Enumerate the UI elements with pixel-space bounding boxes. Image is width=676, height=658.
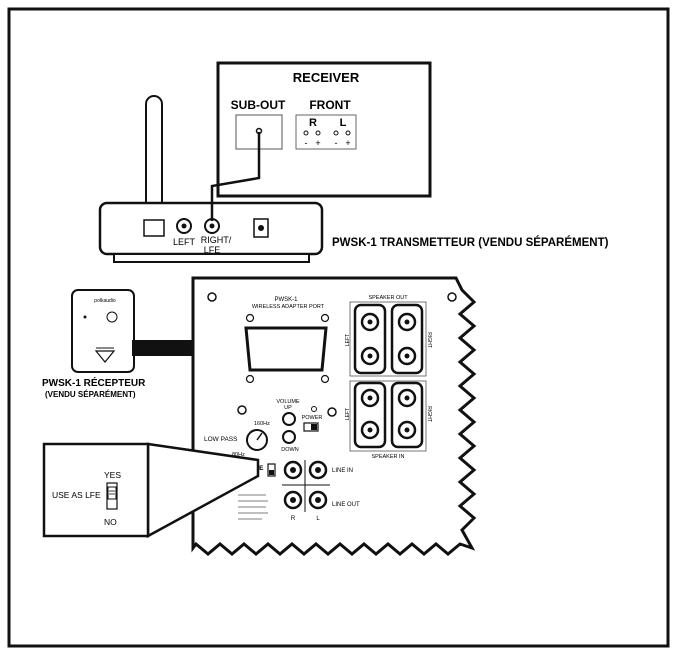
power-label: POWER [302,415,323,421]
left-input-jack-pin [181,223,187,229]
transmitter-lfe-label: LFE [204,245,221,255]
speaker-in-right-pair [390,381,424,449]
front-r-minus-terminal [303,130,309,136]
low-pass-knob-pointer [256,432,263,441]
volume-down-label: DOWN [281,447,298,453]
line-out-label: LINE OUT [332,502,360,508]
av-receiver: RECEIVER SUB-OUT FRONT R L - + - + [216,61,432,198]
line-out-r-jack-center [290,497,296,503]
panel-screw-top-right [447,292,457,302]
speaker-in-right-label: RIGHT [426,406,432,422]
line-out-r-label: R [291,516,296,522]
receiver-module-brand: polkaudio [94,298,116,304]
binding-post-center [404,319,410,325]
panel-screw-top-left [207,292,217,302]
volume-down-button[interactable] [282,430,296,444]
inset-yes-label: YES [104,470,121,480]
front-r-minus-sign: - [305,138,308,148]
port-screw-top-right [320,313,330,323]
receiver-module-caption-line1: PWSK-1 RÉCEPTEUR [42,376,146,389]
low-pass-label: LOW PASS [204,436,238,443]
inset-box [42,442,150,538]
volume-up-label: UP [284,405,292,411]
receiver-module-caption-line2: (VENDU SÉPARÉMENT) [45,390,136,399]
subwoofer-rear-panel: PWSK-1 WIRELESS ADAPTER PORT SPEAKER OUT… [191,276,477,556]
line-out-l-jack-center [315,497,321,503]
speaker-out-left-label: LEFT [345,334,351,346]
port-screw-bottom-left [245,374,255,384]
panel-fine-print [238,494,268,520]
transmitter-caption: PWSK-1 TRANSMETTEUR (VENDU SÉPARÉMENT) [332,236,609,249]
power-led [311,406,317,412]
front-l-minus-sign: - [335,138,338,148]
line-in-r-jack-center [290,467,296,473]
binding-post-center [404,353,410,359]
sub-out-cable [210,132,261,221]
panel-screw-mid-right [327,407,337,417]
volume-label: VOLUME [276,399,300,405]
speaker-in-label: SPEAKER IN [371,454,404,460]
binding-post-center [367,395,373,401]
antenna-mount [143,219,165,237]
panel-screw-mid-left [237,405,247,415]
outer-frame [7,7,670,648]
speaker-in-left-pair [353,381,387,449]
volume-up-button[interactable] [282,412,296,426]
receiver-front-label: FRONT [309,98,351,112]
receiver-module-led [83,315,87,319]
line-out-l-label: L [316,516,320,522]
dc-power-jack-pin [258,225,264,231]
binding-post-center [367,427,373,433]
use-as-lfe-inset: YES USE AS LFE NO [42,442,260,539]
binding-post-center [404,395,410,401]
front-l-plus-sign: + [345,138,350,148]
port-screw-bottom-right [320,374,330,384]
receiver-module-power-icon [106,311,118,323]
inset-lfe-switch-knob [107,486,117,500]
receiver-title: RECEIVER [293,70,360,85]
port-title: PWSK-1 [274,297,298,303]
receiver-module-body [71,289,135,373]
transmitter-base [113,253,310,263]
wireless-transmitter: LEFT RIGHT/ LFE PWSK-1 TRANSMETTEUR (VEN… [98,95,609,263]
use-lfe-switch-knob [269,470,274,475]
receiver-module-triangle-icon [94,350,116,363]
front-r-plus-sign: + [315,138,320,148]
hz-80-label: 80Hz [232,452,245,458]
port-subtitle: WIRELESS ADAPTER PORT [252,304,325,310]
port-screw-top-left [245,313,255,323]
speaker-out-label: SPEAKER OUT [368,295,408,301]
line-in-label: LINE IN [332,468,353,474]
right-lfe-input-jack-pin [209,223,215,229]
transmitter-left-label: LEFT [173,237,196,247]
speaker-out-right-pair [390,303,424,375]
inset-use-as-lfe-label: USE AS LFE [52,490,101,500]
speaker-out-left-pair [353,303,387,375]
receiver-sub-out-label: SUB-OUT [231,98,286,112]
wireless-receiver-module: polkaudio PWSK-1 RÉCEPTEUR (VENDU SÉPARÉ… [42,289,146,399]
transmitter-right-label: RIGHT/ [201,235,232,245]
front-l-label: L [340,117,347,129]
line-in-l-jack-center [315,467,321,473]
speaker-in-left-label: LEFT [345,408,351,420]
front-r-plus-terminal [315,130,321,136]
speaker-out-right-label: RIGHT [426,332,432,348]
hz-160-label: 160Hz [254,421,270,427]
binding-post-center [367,319,373,325]
power-switch-knob [311,424,317,430]
front-l-minus-terminal [333,130,339,136]
binding-post-center [404,427,410,433]
binding-post-center [367,353,373,359]
wireless-adapter-port[interactable] [244,326,328,372]
inset-no-label: NO [104,517,117,527]
front-l-plus-terminal [345,130,351,136]
front-r-label: R [309,117,317,129]
